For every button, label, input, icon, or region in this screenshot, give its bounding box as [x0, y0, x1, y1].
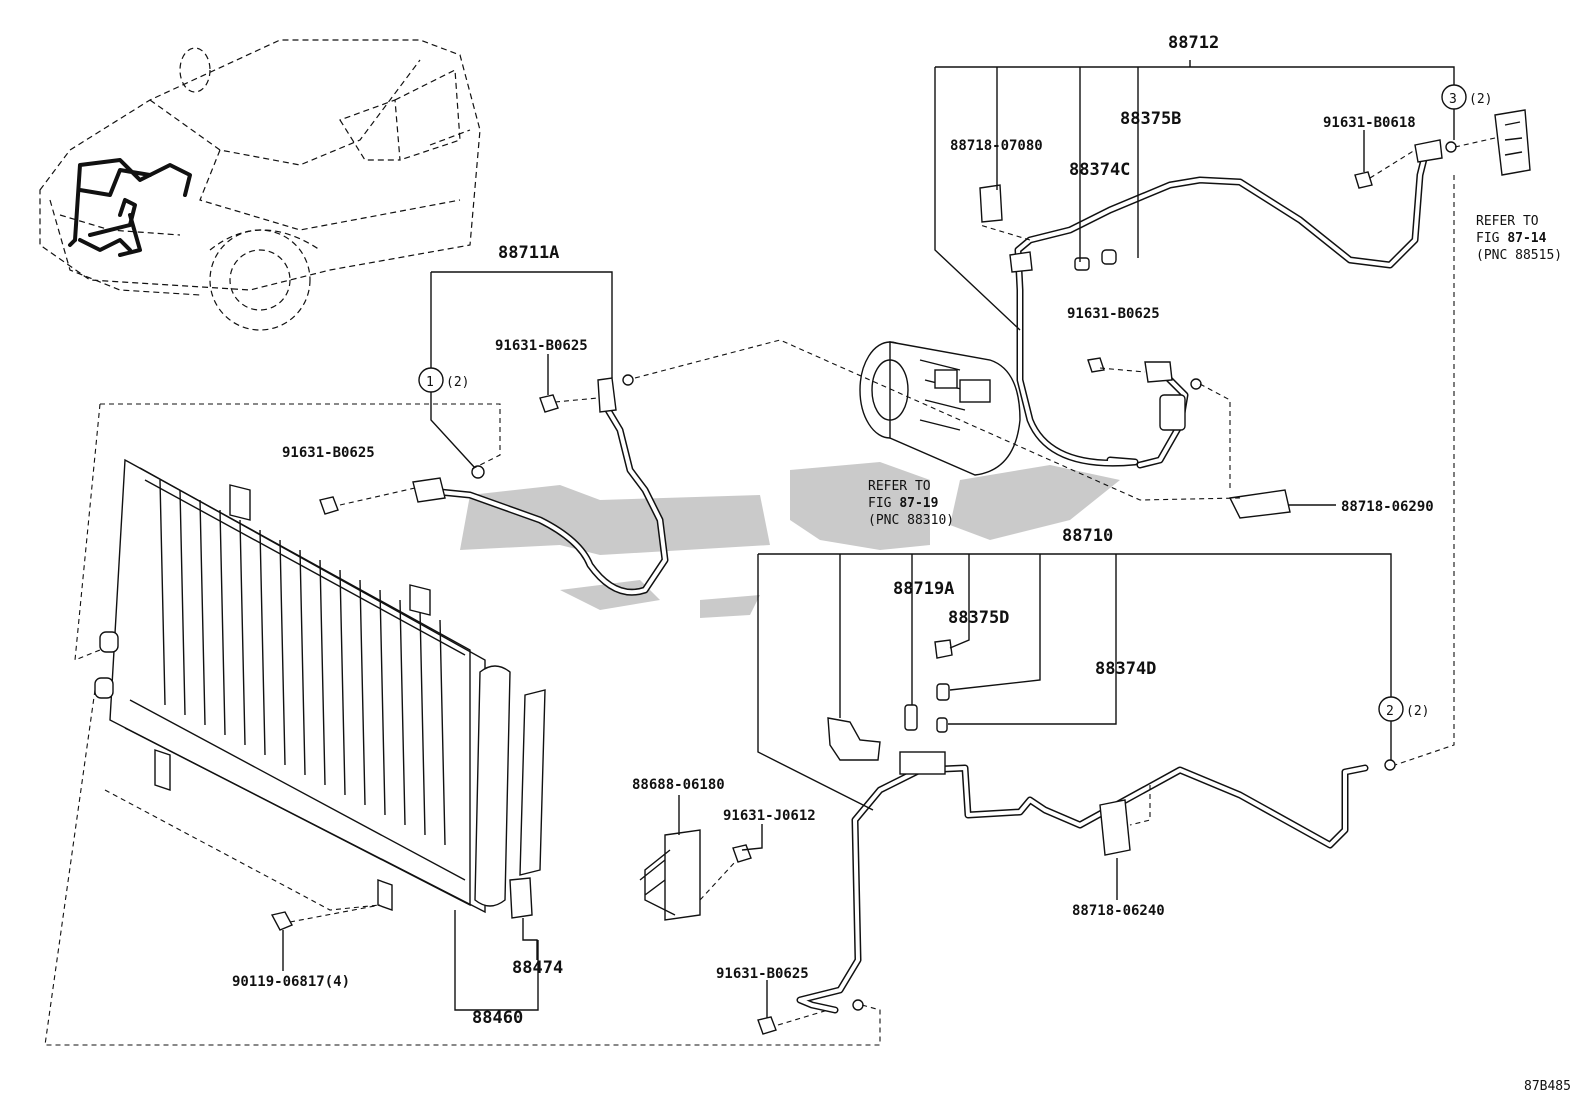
svg-text:FIG 87-19: FIG 87-19	[868, 496, 938, 511]
label-88712[interactable]: 88712	[1168, 33, 1219, 53]
label-88375B[interactable]: 88375B	[1120, 109, 1181, 129]
label-88374D[interactable]: 88374D	[1095, 659, 1156, 679]
refer-note-87-19[interactable]: REFER TO FIG 87-19 (PNC 88310)	[868, 479, 954, 528]
label-88474[interactable]: 88474	[512, 958, 563, 978]
svg-text:(PNC 88310): (PNC 88310)	[868, 513, 954, 528]
svg-text:FIG 87-14: FIG 87-14	[1476, 231, 1547, 246]
label-91631-J0612[interactable]: 91631-J0612	[723, 808, 816, 824]
label-91631-B0625-compressor[interactable]: 91631-B0625	[1067, 306, 1160, 322]
circle-ref-3: 3 (2)	[1441, 84, 1492, 110]
svg-text:1: 1	[426, 375, 434, 390]
diagram-code: 87B485	[1524, 1079, 1571, 1094]
label-88719A[interactable]: 88719A	[893, 579, 954, 599]
refer-note-87-14[interactable]: REFER TO FIG 87-14 (PNC 88515)	[1476, 214, 1562, 263]
compressor-icon	[859, 341, 1021, 476]
svg-text:REFER TO: REFER TO	[1476, 214, 1539, 229]
bolt-icon	[270, 911, 293, 931]
label-88710[interactable]: 88710	[1062, 526, 1113, 546]
watermark-logo-icon	[460, 462, 1120, 618]
car-harness-icon	[39, 39, 481, 331]
label-88711A[interactable]: 88711A	[498, 243, 559, 263]
label-88375D[interactable]: 88375D	[948, 608, 1009, 628]
circle-ref-1: 1 (2)	[418, 367, 469, 393]
svg-text:(PNC 88515): (PNC 88515)	[1476, 248, 1562, 263]
label-88688-06180[interactable]: 88688-06180	[632, 777, 725, 793]
svg-text:(2): (2)	[1406, 704, 1429, 719]
expansion-valve-icon	[1494, 109, 1531, 176]
label-88460[interactable]: 88460	[472, 1008, 523, 1028]
svg-text:(2): (2)	[1469, 92, 1492, 107]
label-90119-06817[interactable]: 90119-06817(4)	[232, 974, 350, 990]
circle-ref-2: 2 (2)	[1378, 696, 1429, 722]
svg-text:2: 2	[1386, 704, 1394, 719]
svg-text:(2): (2)	[446, 375, 469, 390]
label-91631-B0625-88711A[interactable]: 91631-B0625	[495, 338, 588, 354]
label-91631-B0625-lower[interactable]: 91631-B0625	[716, 966, 809, 982]
label-88718-06240[interactable]: 88718-06240	[1072, 903, 1165, 919]
svg-text:3: 3	[1449, 92, 1457, 107]
label-88718-07080[interactable]: 88718-07080	[950, 138, 1043, 154]
condenser-icon	[94, 458, 486, 914]
label-91631-B0618[interactable]: 91631-B0618	[1323, 115, 1416, 131]
receiver-tank-icon	[474, 665, 546, 919]
svg-text:REFER TO: REFER TO	[868, 479, 931, 494]
label-88374C[interactable]: 88374C	[1069, 160, 1130, 180]
label-88718-06290[interactable]: 88718-06290	[1341, 499, 1434, 515]
label-91631-B0625-condenser[interactable]: 91631-B0625	[282, 445, 375, 461]
